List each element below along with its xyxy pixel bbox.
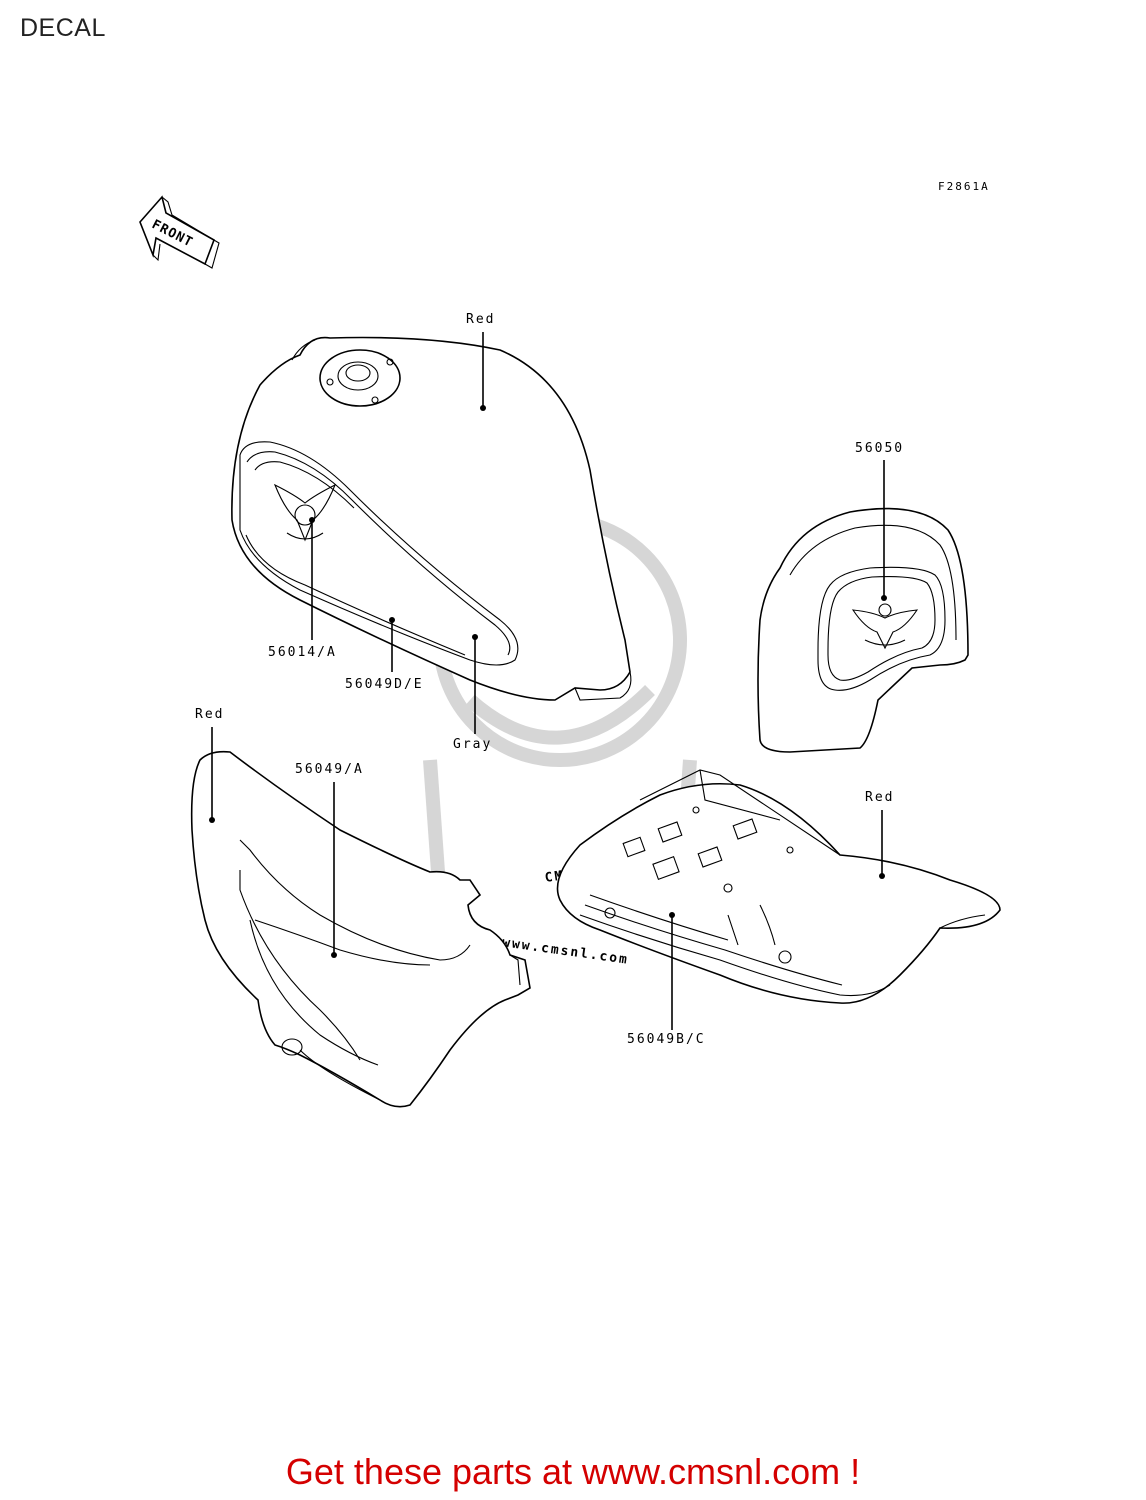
label-tank-stripe: 56049D/E (345, 677, 424, 692)
label-tank-panel-color: Gray (453, 737, 492, 752)
label-fender-color: Red (865, 790, 894, 805)
label-tank-color: Red (466, 312, 495, 327)
label-side-cover-stripe: 56049/A (295, 762, 364, 777)
label-tank-emblem: 56014/A (268, 645, 337, 660)
label-fender-stripe: 56049B/C (627, 1032, 706, 1047)
leaders (209, 332, 887, 1030)
label-backrest-emblem: 56050 (855, 441, 904, 456)
rear-fender (556, 769, 1001, 1004)
backrest-emblem-icon (851, 603, 919, 650)
fuel-tank (231, 336, 632, 701)
winged-emblem-icon (273, 483, 337, 542)
backrest-pad (757, 507, 969, 753)
page-title: DECAL (20, 14, 106, 42)
figure-code: F2861A (938, 180, 990, 193)
label-side-cover-color: Red (195, 707, 224, 722)
side-cover (190, 750, 531, 1108)
front-arrow-icon: FRONT (139, 195, 220, 269)
footer-parts-link[interactable]: Get these parts at www.cmsnl.com ! (285, 1451, 861, 1492)
